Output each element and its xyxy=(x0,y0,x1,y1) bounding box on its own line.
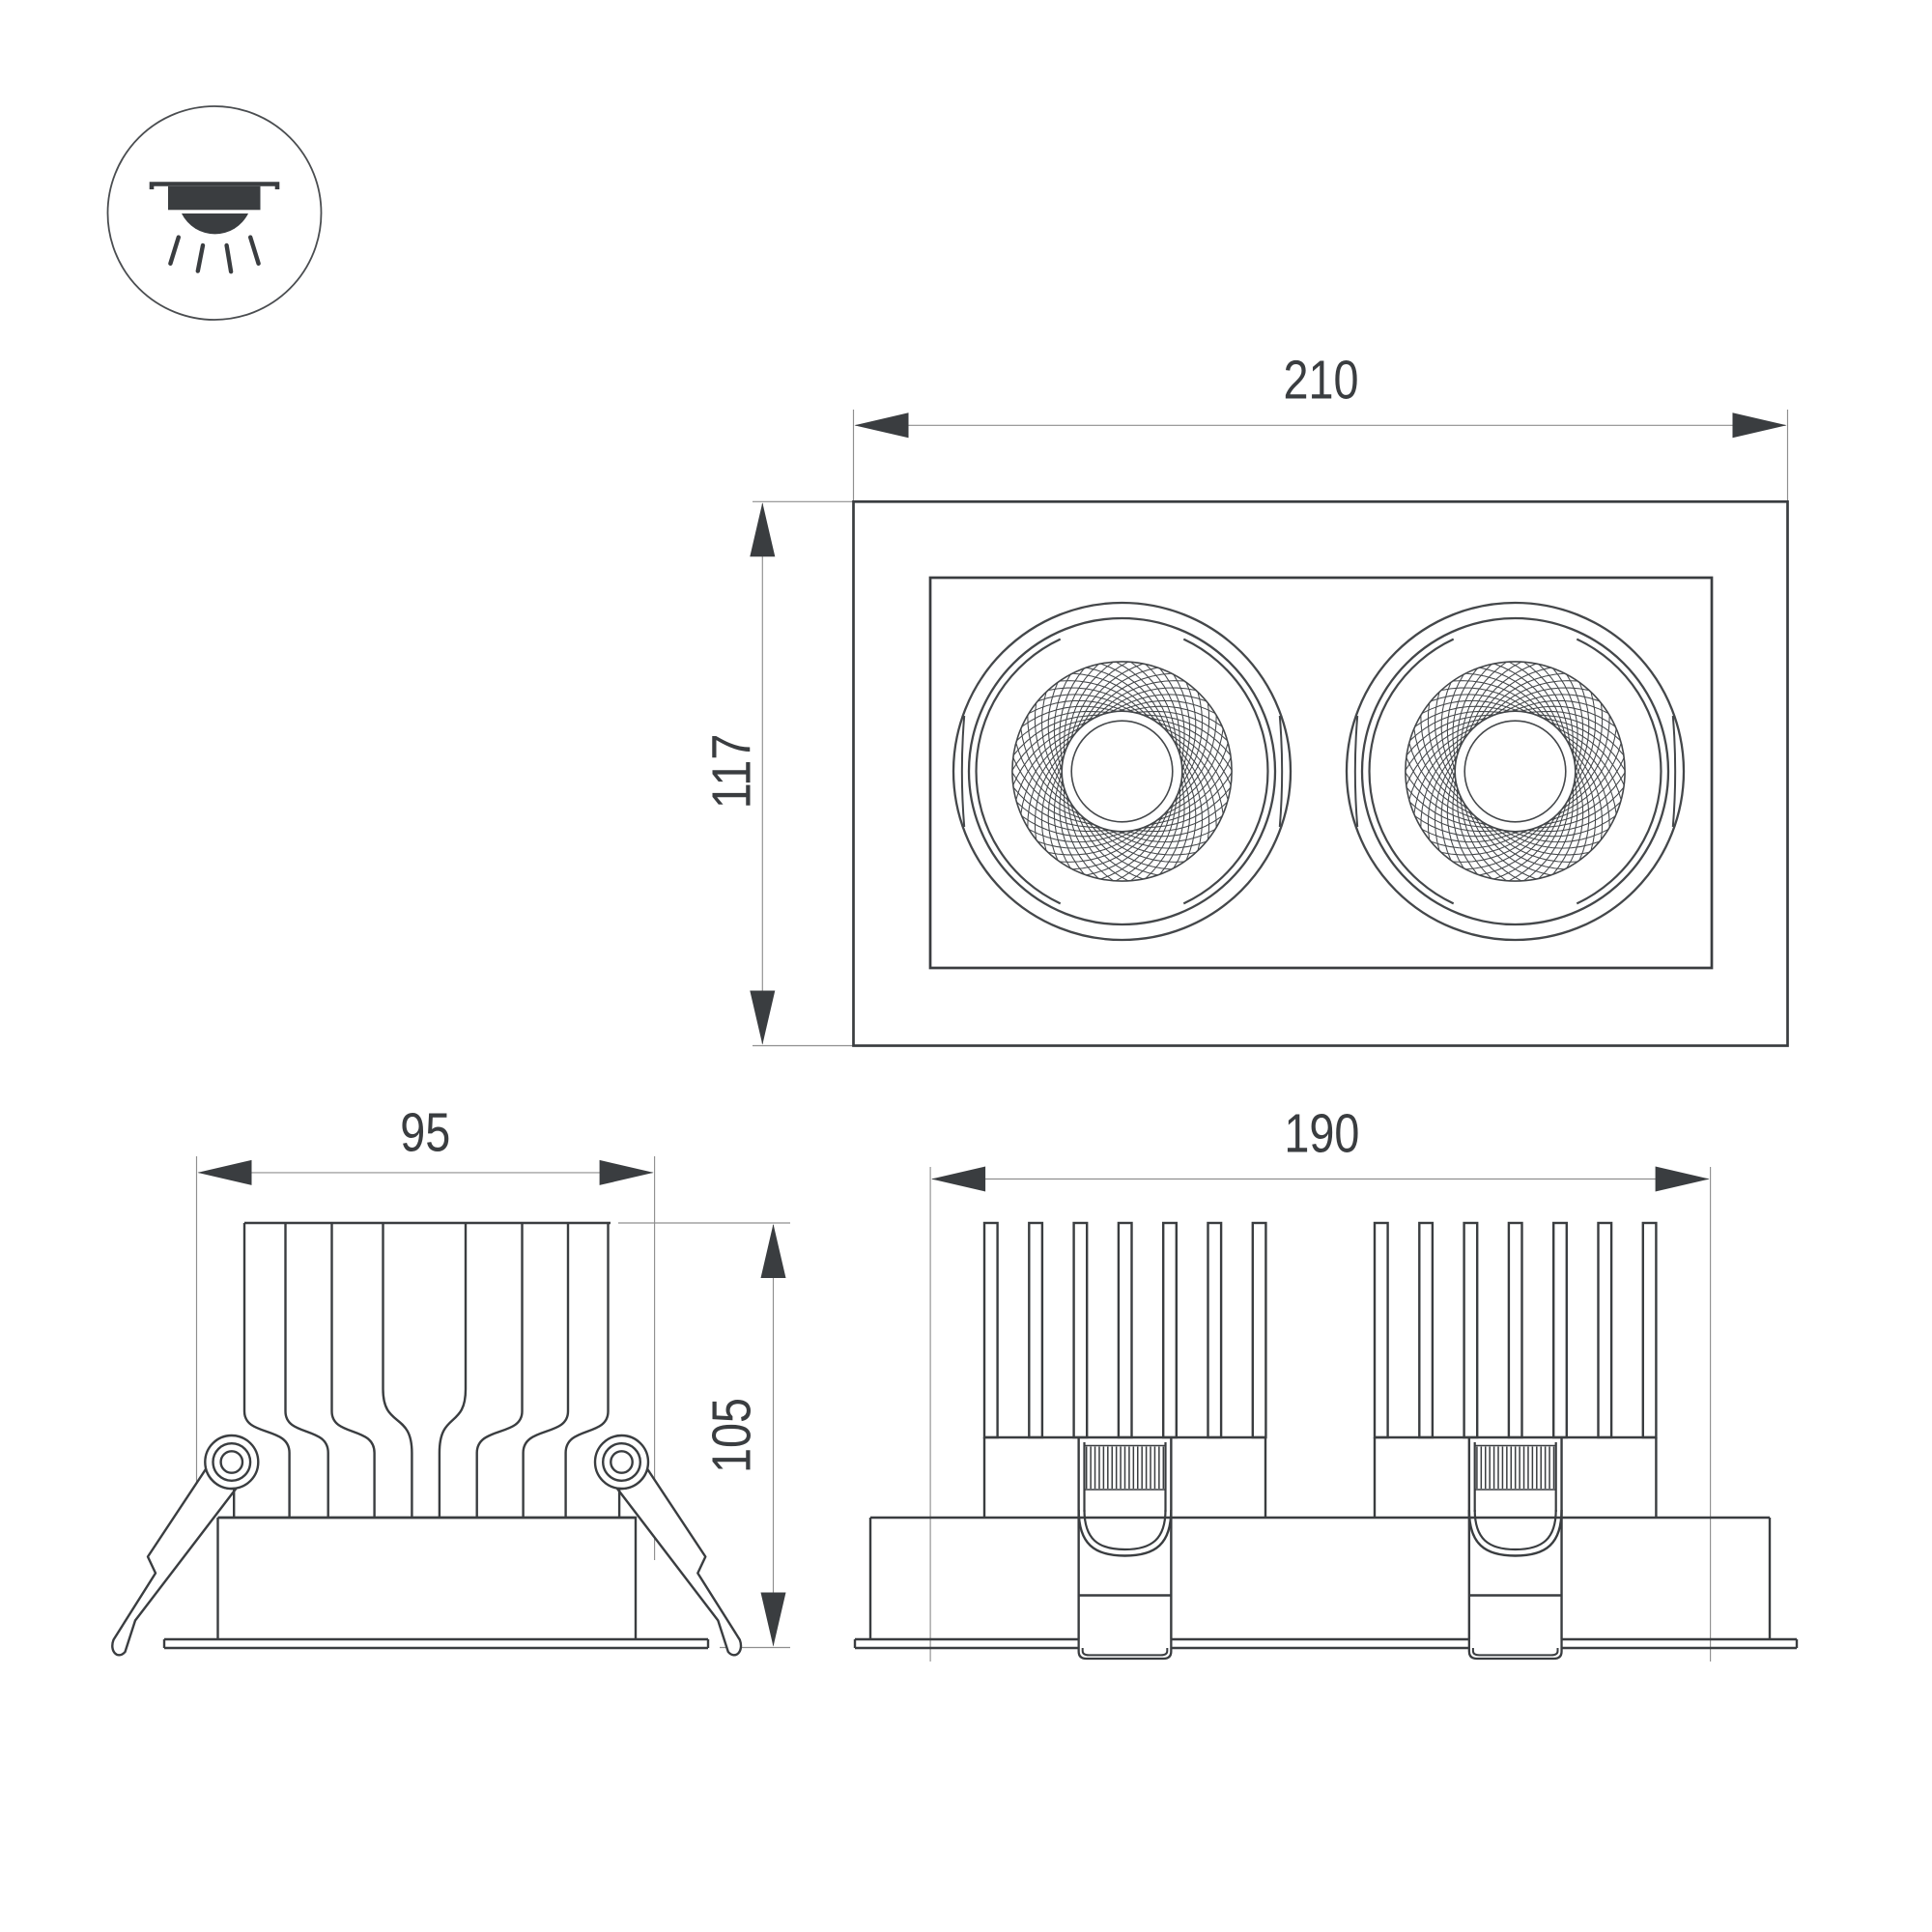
svg-text:105: 105 xyxy=(701,1398,763,1473)
svg-text:210: 210 xyxy=(1284,350,1359,412)
svg-text:190: 190 xyxy=(1284,1103,1359,1165)
svg-text:95: 95 xyxy=(400,1101,450,1163)
svg-text:117: 117 xyxy=(701,734,763,810)
